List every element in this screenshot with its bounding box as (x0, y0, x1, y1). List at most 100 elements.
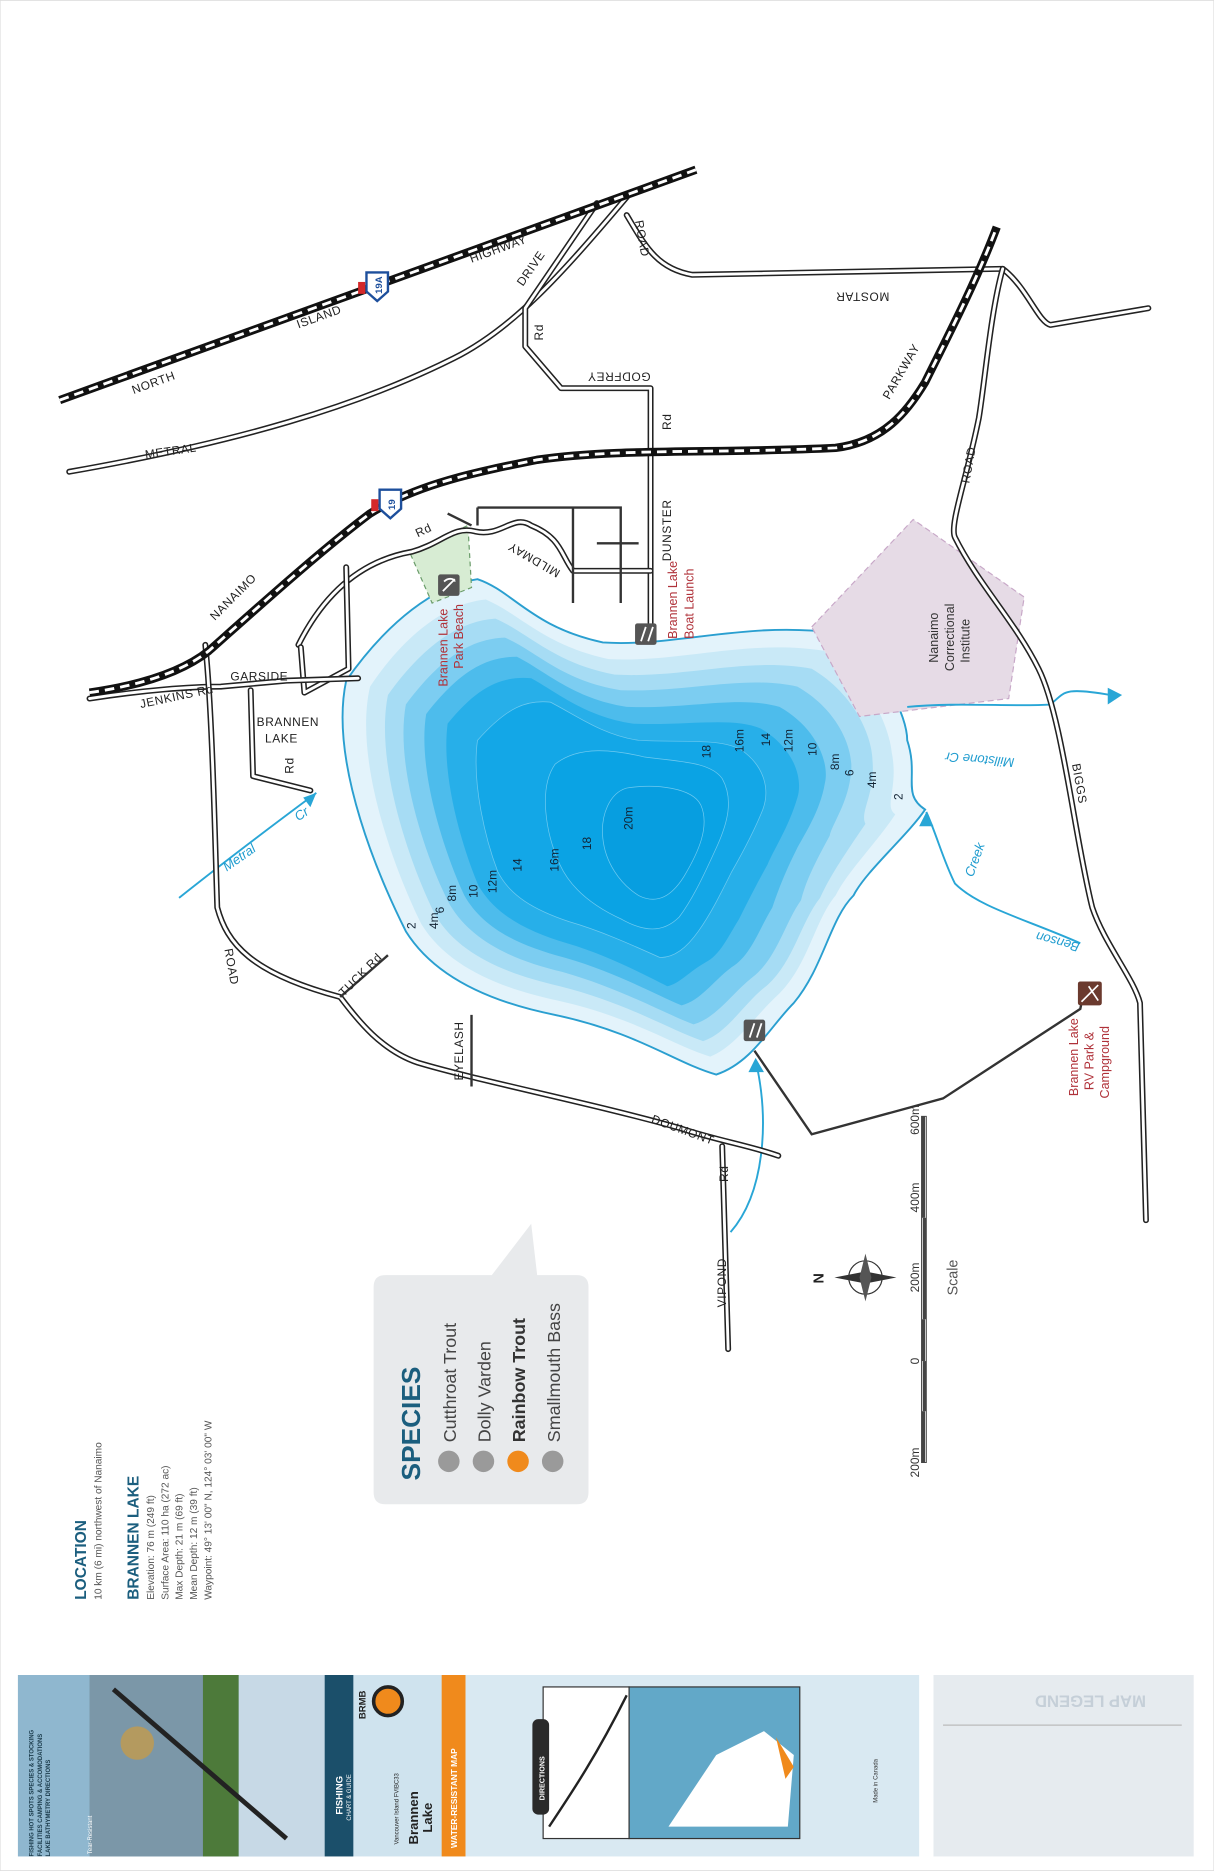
svg-text:19: 19 (387, 499, 398, 510)
svg-text:Millstone Cr: Millstone Cr (944, 749, 1015, 770)
poi-park-beach: Brannen Lake Park Beach (437, 574, 466, 687)
depth-label: 10 (466, 884, 480, 898)
scale-bar: 200m 0 200m 400m 600m Scale (908, 1105, 961, 1477)
svg-text:600m: 600m (908, 1105, 922, 1135)
compass-rose: N (812, 1253, 897, 1302)
svg-text:RV Park &: RV Park & (1082, 1031, 1096, 1090)
svg-text:Max Depth: 21 m (69 ft): Max Depth: 21 m (69 ft) (175, 1493, 186, 1599)
svg-text:BIGGS: BIGGS (1069, 762, 1090, 805)
creeks (178, 687, 1123, 1233)
svg-text:Brannen: Brannen (406, 1791, 421, 1844)
svg-text:Vancouver Island FVIBC33: Vancouver Island FVIBC33 (395, 1772, 401, 1844)
depth-label: 20m (622, 807, 636, 830)
svg-text:Waypoint: 49° 13' 00" N, 124°: Waypoint: 49° 13' 00" N, 124° 03' 00" W (203, 1420, 214, 1600)
svg-text:SPECIES: SPECIES (396, 1367, 426, 1481)
depth-label: 18 (580, 837, 594, 851)
svg-text:LOCATION: LOCATION (73, 1520, 90, 1600)
svg-text:Lake: Lake (420, 1803, 435, 1833)
cover-panel-title: FISHING CHART & GUIDE BRMB Vancouver Isl… (324, 1675, 466, 1857)
svg-text:400m: 400m (908, 1183, 922, 1213)
depth-label: 4m (865, 771, 879, 788)
species-item-stocked: Rainbow Trout (507, 1318, 529, 1473)
stocked-fish-icon (507, 1450, 529, 1473)
boat-launch-icon (743, 1019, 766, 1042)
svg-text:N: N (812, 1273, 828, 1283)
svg-text:Institute: Institute (958, 619, 972, 663)
highway-shield-19: 19 (371, 488, 403, 520)
poi-boat-launch: Brannen Lake Boat Launch (635, 561, 766, 1042)
svg-text:FISHING HOT SPOTS SPECIES & S: FISHING HOT SPOTS SPECIES & STOCKING (29, 1729, 35, 1856)
poi-correctional-institute: Nanaimo Correctional Institute (927, 604, 972, 671)
svg-text:DUNSTER: DUNSTER (660, 499, 674, 561)
svg-text:Park Beach: Park Beach (452, 604, 466, 669)
svg-text:Surface Area: 110 ha (272 ac): Surface Area: 110 ha (272 ac) (160, 1465, 171, 1599)
svg-text:FACILITIES CAMPING & ACCOMODA: FACILITIES CAMPING & ACCOMODATIONS (38, 1734, 44, 1857)
depth-label: 14 (511, 858, 525, 872)
depth-labels: 18 16m 14 12m 10 8m 6 4m 2 20m 18 16m 14… (404, 729, 905, 929)
depth-label: 2 (404, 922, 418, 929)
depth-label: 14 (759, 733, 773, 747)
depth-label: 12m (782, 729, 796, 752)
depth-label: 16m (548, 848, 562, 871)
depth-label: 10 (805, 742, 819, 756)
boat-launch-icon (635, 623, 657, 645)
cover-panel-legend: MAP LEGEND (933, 1675, 1194, 1857)
fish-icon (472, 1450, 495, 1473)
svg-text:VIPOND: VIPOND (715, 1258, 729, 1307)
svg-text:200m: 200m (908, 1263, 922, 1293)
svg-text:Brannen Lake: Brannen Lake (1067, 1018, 1081, 1096)
svg-text:Brannen Lake: Brannen Lake (437, 609, 451, 687)
svg-text:Cutthroat Trout: Cutthroat Trout (440, 1323, 460, 1442)
svg-text:Correctional: Correctional (943, 604, 957, 671)
svg-text:10 km (6 mi) northwest of Nana: 10 km (6 mi) northwest of Nanaimo (93, 1442, 104, 1600)
poi-rv-park: Brannen Lake RV Park & Campground (1067, 981, 1112, 1098)
svg-text:MOSTAR: MOSTAR (836, 290, 890, 304)
svg-text:BRMB: BRMB (357, 1690, 368, 1719)
svg-text:BRANNEN LAKE: BRANNEN LAKE (125, 1476, 142, 1600)
svg-text:WATER-RESISTANT MAP: WATER-RESISTANT MAP (449, 1748, 459, 1848)
depth-label: 6 (843, 769, 857, 776)
svg-text:GODFREY: GODFREY (587, 370, 650, 384)
lake-info: LOCATION 10 km (6 mi) northwest of Nanai… (73, 1420, 214, 1600)
svg-text:Mean Depth: 12 m (39 ft): Mean Depth: 12 m (39 ft) (189, 1487, 200, 1600)
depth-contours (366, 599, 896, 1057)
svg-text:Brannen Lake: Brannen Lake (666, 561, 680, 639)
svg-text:Rd: Rd (532, 324, 546, 340)
cover-panel-photo: FISHING HOT SPOTS SPECIES & STOCKING FAC… (17, 1675, 325, 1857)
svg-text:LAKE BATHYMETRY DIRECTIONS: LAKE BATHYMETRY DIRECTIONS (46, 1760, 52, 1857)
highways: 19A 19 (58, 165, 1001, 697)
svg-text:ROAD: ROAD (632, 219, 652, 258)
svg-text:MAP LEGEND: MAP LEGEND (1035, 1691, 1146, 1710)
svg-text:Made in Canada: Made in Canada (873, 1758, 879, 1802)
svg-text:ROAD: ROAD (958, 445, 978, 484)
svg-text:Rd: Rd (717, 1166, 731, 1182)
svg-text:FISHING: FISHING (335, 1776, 346, 1815)
depth-label: 2 (891, 793, 905, 800)
svg-text:LAKE: LAKE (265, 732, 298, 746)
svg-text:Rainbow Trout: Rainbow Trout (509, 1318, 529, 1442)
svg-text:Tear-Resistant: Tear-Resistant (88, 1815, 94, 1854)
fish-icon (438, 1450, 460, 1473)
svg-text:GARSIDE: GARSIDE (230, 670, 288, 684)
species-item: Dolly Varden (472, 1341, 495, 1473)
svg-text:EYELASH: EYELASH (452, 1021, 466, 1080)
svg-text:19A: 19A (374, 276, 385, 294)
depth-label: 8m (828, 754, 842, 771)
svg-text:Rd: Rd (413, 520, 434, 540)
depth-label: 6 (433, 906, 447, 913)
depth-label: 12m (486, 870, 500, 893)
species-item: Cutthroat Trout (438, 1323, 460, 1473)
brannen-lake (341, 578, 927, 1076)
svg-text:Rd: Rd (660, 414, 674, 430)
publisher-logo (371, 1685, 405, 1718)
fish-icon (541, 1450, 564, 1473)
svg-text:Scale: Scale (945, 1260, 961, 1296)
svg-text:DIRECTIONS: DIRECTIONS (538, 1756, 546, 1800)
species-panel: SPECIES Cutthroat Trout Dolly Varden Rai… (373, 1223, 589, 1505)
depth-label: 4m (427, 912, 441, 929)
cover-panel-directions: DIRECTIONS Made in Canada (465, 1675, 920, 1857)
svg-text:Rd: Rd (283, 757, 297, 773)
depth-label: 18 (699, 745, 713, 759)
svg-text:ROAD: ROAD (221, 947, 241, 986)
